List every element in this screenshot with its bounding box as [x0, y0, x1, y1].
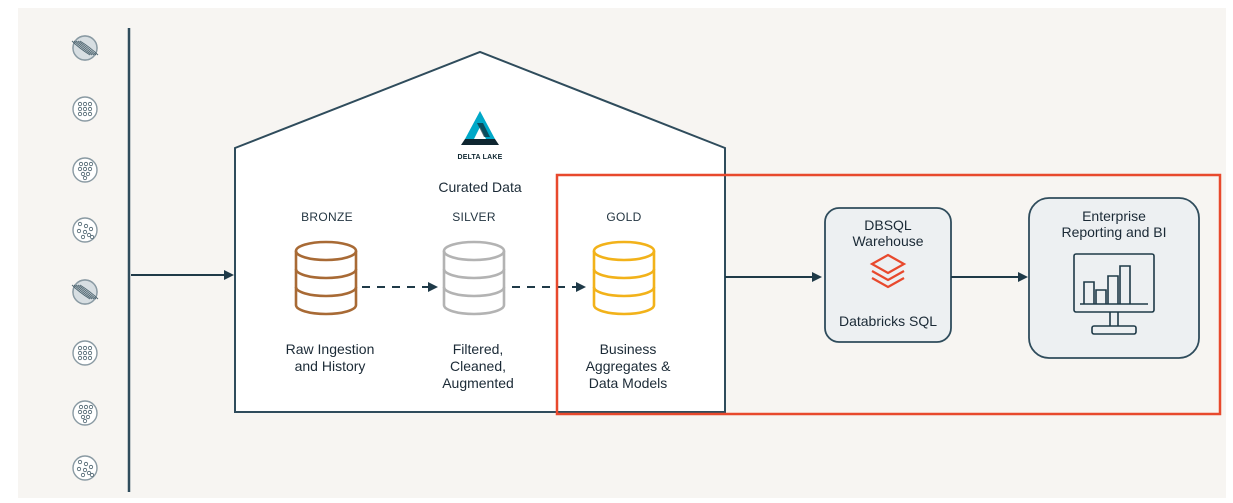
warehouse-title: DBSQL Warehouse — [852, 217, 924, 249]
delta-lake-brand-text: DELTA LAKE — [457, 154, 503, 161]
scatter-source-icon — [72, 217, 98, 243]
scatter-source-icon — [72, 455, 98, 481]
tabular-source-icon — [72, 96, 98, 122]
source-icons — [71, 35, 99, 481]
document-source-icon — [72, 157, 98, 183]
serving-highlight-box — [555, 173, 1222, 416]
lakehouse-outline — [234, 50, 726, 413]
stream-source-icon — [71, 279, 99, 305]
tabular-source-icon — [72, 340, 98, 366]
tier-description-gold: Business Aggregates & Data Models — [585, 341, 671, 391]
silver-database-icon — [442, 240, 506, 316]
document-source-icon — [72, 400, 98, 426]
delta-lake-logo-icon — [461, 111, 499, 145]
bi-dashboard-monitor-icon — [1073, 253, 1155, 335]
stream-source-icon — [71, 35, 99, 61]
reporting-title: Enterprise Reporting and BI — [1061, 208, 1167, 240]
bronze-database-icon — [294, 240, 358, 316]
tier-description-bronze: Raw Ingestion and History — [285, 341, 375, 374]
tier-description-silver: Filtered, Cleaned, Augmented — [442, 341, 514, 391]
warehouse-box — [824, 207, 952, 343]
reporting-box — [1028, 197, 1200, 359]
tier-label-gold: GOLD — [606, 210, 642, 224]
warehouse-subtitle: Databricks SQL — [838, 313, 938, 329]
gold-database-icon — [592, 240, 656, 316]
curated-data-title: Curated Data — [438, 179, 522, 195]
databricks-stack-icon — [869, 253, 907, 289]
tier-label-bronze: BRONZE — [301, 210, 353, 224]
tier-label-silver: SILVER — [452, 210, 496, 224]
